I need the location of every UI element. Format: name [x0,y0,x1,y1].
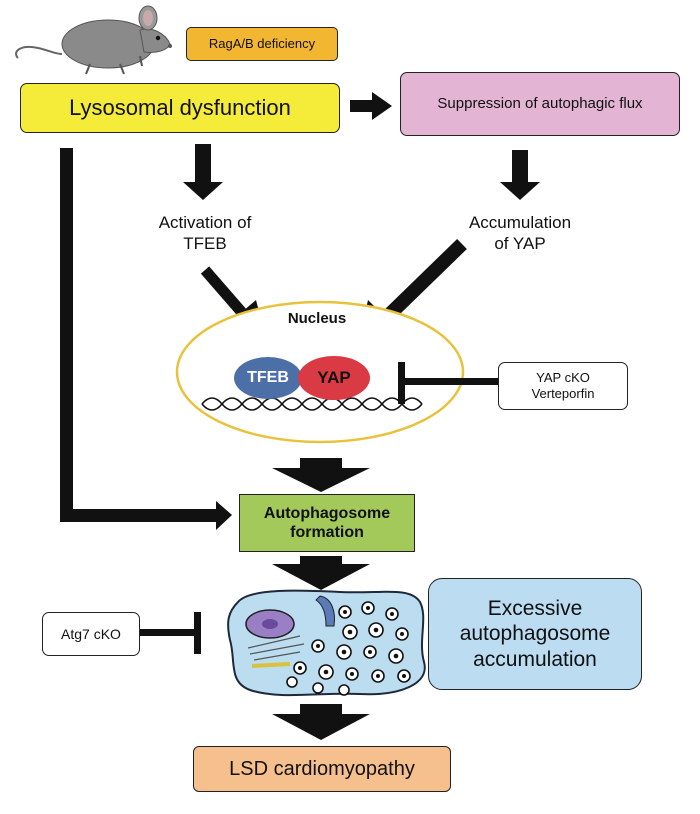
arrow-to-accumulation [500,150,540,200]
autophagosome-line2: formation [290,524,364,541]
excessive-line1: Excessive [487,597,583,621]
lsd-cardiomyopathy-label: LSD cardiomyopathy [229,758,415,780]
excessive-line2: autophagosome [459,622,611,646]
arrow-nucleus-to-autophagosome [272,458,370,492]
atg7-cko-box: Atg7 cKO [42,612,140,656]
suppression-box: Suppression of autophagic flux [400,72,680,136]
lysosomal-dysfunction-label: Lysosomal dysfunction [69,94,291,120]
yap-cko-line2: Verteporfin [531,386,595,401]
mouse-icon [15,5,172,75]
arrow-autophagosome-to-cell [272,556,370,590]
inhibition-yap-cko [398,362,498,404]
dna-helix-icon [201,397,423,411]
yap-protein [298,356,370,400]
yap-cko-line1: YAP cKO [536,370,590,386]
activation-line2: TFEB [183,234,227,254]
ragab-deficiency-label: RagA/B deficiency [208,36,316,52]
accumulation-line1: Accumulation [468,213,572,232]
activation-line1: Activation of [158,213,252,232]
excessive-line3: accumulation [473,647,597,671]
autophagosome-line1: Autophagosome [263,504,391,522]
nucleus-label: Nucleus [287,310,347,327]
ragab-deficiency-box: RagA/B deficiency [186,27,338,61]
arrow-lysosomal-to-autophagosome [60,148,232,530]
lsd-cardiomyopathy-box: LSD cardiomyopathy [193,746,451,792]
arrow-to-activation [183,144,223,200]
cardiomyocyte-cell-icon [227,589,426,697]
excessive-accumulation-box: Excessive autophagosome accumulation [428,578,642,690]
autophagosome-formation-box: Autophagosome formation [239,494,415,552]
lysosomal-dysfunction-box: Lysosomal dysfunction [20,83,340,133]
yap-label: YAP [317,368,351,387]
arrow-cell-to-lsd [272,704,370,740]
tfeb-label: TFEB [247,369,289,386]
inhibition-atg7 [140,612,201,654]
suppression-label: Suppression of autophagic flux [437,95,643,112]
accumulation-line2: of YAP [494,234,546,254]
activation-tfeb-text: Activation of TFEB [130,212,280,255]
tfeb-protein [234,357,302,399]
accumulation-yap-text: Accumulation of YAP [440,212,600,255]
yap-cko-box: YAP cKO Verteporfin [498,362,628,410]
arrow-to-suppression [350,92,392,120]
atg7-cko-label: Atg7 cKO [61,625,121,642]
